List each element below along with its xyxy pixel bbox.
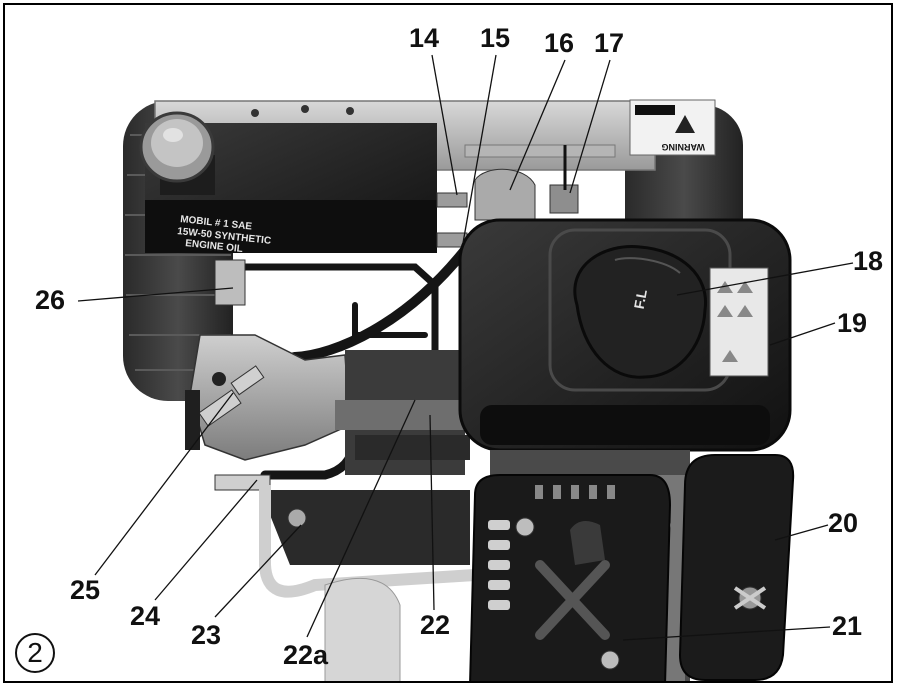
recoil-starter-cover: [469, 474, 672, 681]
figure-frame: WARNING MOBIL # 1 SAE 15W-50 SYNTHETIC E…: [3, 3, 893, 683]
warning-label: WARNING: [662, 142, 706, 152]
callout-24: 24: [130, 601, 161, 631]
fuel-cap: F.L: [573, 245, 708, 379]
callout-26: 26: [35, 285, 66, 315]
warning-decal: WARNING: [629, 99, 716, 156]
air-filter-cover: [678, 454, 795, 681]
front-wheel: [324, 577, 401, 681]
figure-number-badge: 2: [15, 633, 55, 673]
frame-plate: [154, 100, 656, 171]
oil-fill-cap: [139, 111, 215, 195]
callout-14: 14: [409, 23, 440, 53]
callout-22: 22: [420, 610, 451, 640]
hydraulic-fittings: [436, 145, 579, 248]
callout-15: 15: [480, 23, 511, 53]
callout-25: 25: [70, 575, 101, 605]
callout-16: 16: [544, 28, 575, 58]
fuel-cap-label: F.L: [631, 288, 650, 310]
leader-lines: [77, 54, 854, 641]
callout-18: 18: [853, 246, 884, 276]
callout-17: 17: [594, 28, 625, 58]
pump-assembly: [185, 259, 351, 491]
figure-number: 2: [27, 637, 43, 668]
machine-photo: WARNING MOBIL # 1 SAE 15W-50 SYNTHETIC E…: [77, 54, 854, 681]
callout-20: 20: [828, 508, 859, 538]
callout-21: 21: [832, 611, 863, 641]
base-plate: [259, 485, 476, 598]
callout-23: 23: [191, 620, 222, 650]
coupler-housing: [335, 350, 475, 475]
callout-19: 19: [837, 308, 868, 338]
callout-22a: 22a: [283, 640, 329, 670]
